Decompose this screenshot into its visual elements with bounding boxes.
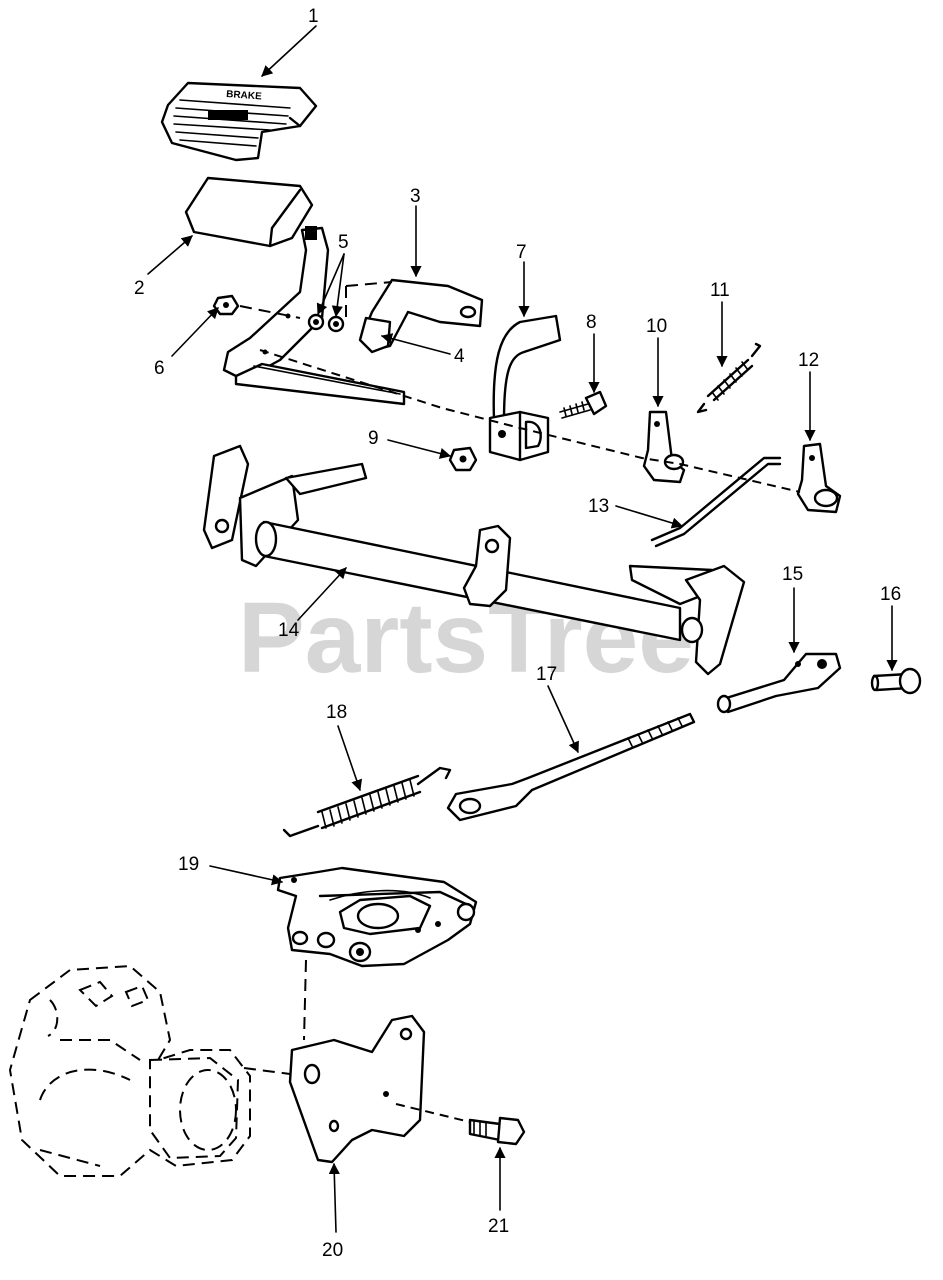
part-3-4-bracket xyxy=(345,278,484,354)
alignment-line xyxy=(259,349,801,493)
callout-2: 2 xyxy=(134,278,145,299)
leader-lines xyxy=(147,25,898,1233)
part-12-clevis xyxy=(796,442,842,514)
part-6-nut xyxy=(212,294,301,319)
callout-9: 9 xyxy=(368,428,379,449)
callout-labels: 1 2 3 4 5 6 7 8 9 10 11 12 13 14 15 16 1… xyxy=(134,6,901,1261)
callout-1: 1 xyxy=(308,6,319,27)
part-11-spring xyxy=(696,342,762,414)
callout-6: 6 xyxy=(154,358,165,379)
callout-5: 5 xyxy=(338,232,349,253)
callout-21: 21 xyxy=(488,1216,509,1237)
callout-12: 12 xyxy=(798,350,819,371)
pedal-pad-lettering: BRAKE xyxy=(226,89,263,102)
callout-8: 8 xyxy=(586,312,597,333)
caliper-mount-line xyxy=(303,959,307,1041)
callout-11: 11 xyxy=(710,280,730,301)
callout-3: 3 xyxy=(410,186,421,207)
part-9-nut xyxy=(448,446,478,472)
part-18-spring xyxy=(282,766,452,838)
part-14-cross-shaft xyxy=(202,444,746,676)
callout-19: 19 xyxy=(178,854,199,875)
part-16-pin xyxy=(870,667,922,695)
callout-15: 15 xyxy=(782,564,803,585)
part-8-bolt xyxy=(559,390,608,419)
callout-20: 20 xyxy=(322,1240,343,1261)
part-20-mount-bracket xyxy=(288,1014,471,1164)
callout-18: 18 xyxy=(326,702,347,723)
part-10-link xyxy=(642,410,686,484)
part-1-pedal-pad: BRAKE xyxy=(160,81,318,162)
callout-7: 7 xyxy=(516,242,527,263)
callout-13: 13 xyxy=(588,496,609,517)
part-5-nuts xyxy=(307,313,345,333)
part-2-pedal-arm xyxy=(184,176,406,406)
part-21-bolt xyxy=(468,1116,526,1146)
part-15-clevis-yoke xyxy=(716,652,842,714)
transaxle-housing-phantom xyxy=(8,964,291,1177)
part-17-threaded-rod xyxy=(446,712,696,822)
callout-16: 16 xyxy=(880,584,901,605)
callout-17: 17 xyxy=(536,664,557,685)
part-13-rod xyxy=(650,456,782,548)
callout-10: 10 xyxy=(646,316,667,337)
callout-4: 4 xyxy=(454,346,465,367)
part-7-strap-bracket xyxy=(488,314,562,462)
part-19-caliper xyxy=(276,866,478,968)
callout-14: 14 xyxy=(278,620,300,641)
